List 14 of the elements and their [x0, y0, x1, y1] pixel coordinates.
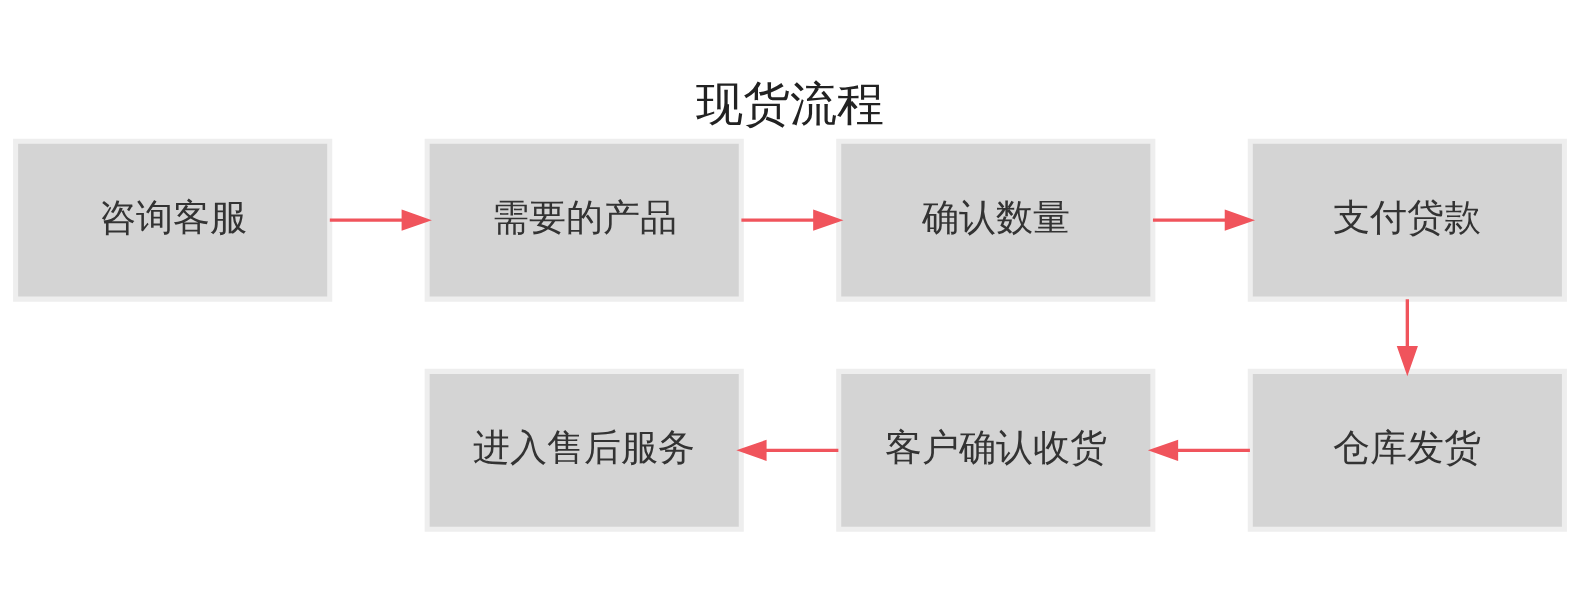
arrow: [1396, 298, 1418, 376]
diagram-title: 现货流程: [696, 75, 884, 131]
arrow: [741, 209, 844, 231]
arrow: [1152, 209, 1255, 231]
arrow: [736, 439, 839, 461]
arrow: [329, 209, 432, 231]
node-box: 进入售后服务: [424, 368, 744, 532]
node-box: 支付贷款: [1247, 138, 1567, 302]
node-box: 客户确认收货: [836, 368, 1156, 532]
node-box: 咨询客服: [13, 138, 333, 302]
node-box: 确认数量: [836, 138, 1156, 302]
node-box: 仓库发货: [1247, 368, 1567, 532]
arrow: [1147, 439, 1250, 461]
node-box: 需要的产品: [424, 138, 744, 302]
